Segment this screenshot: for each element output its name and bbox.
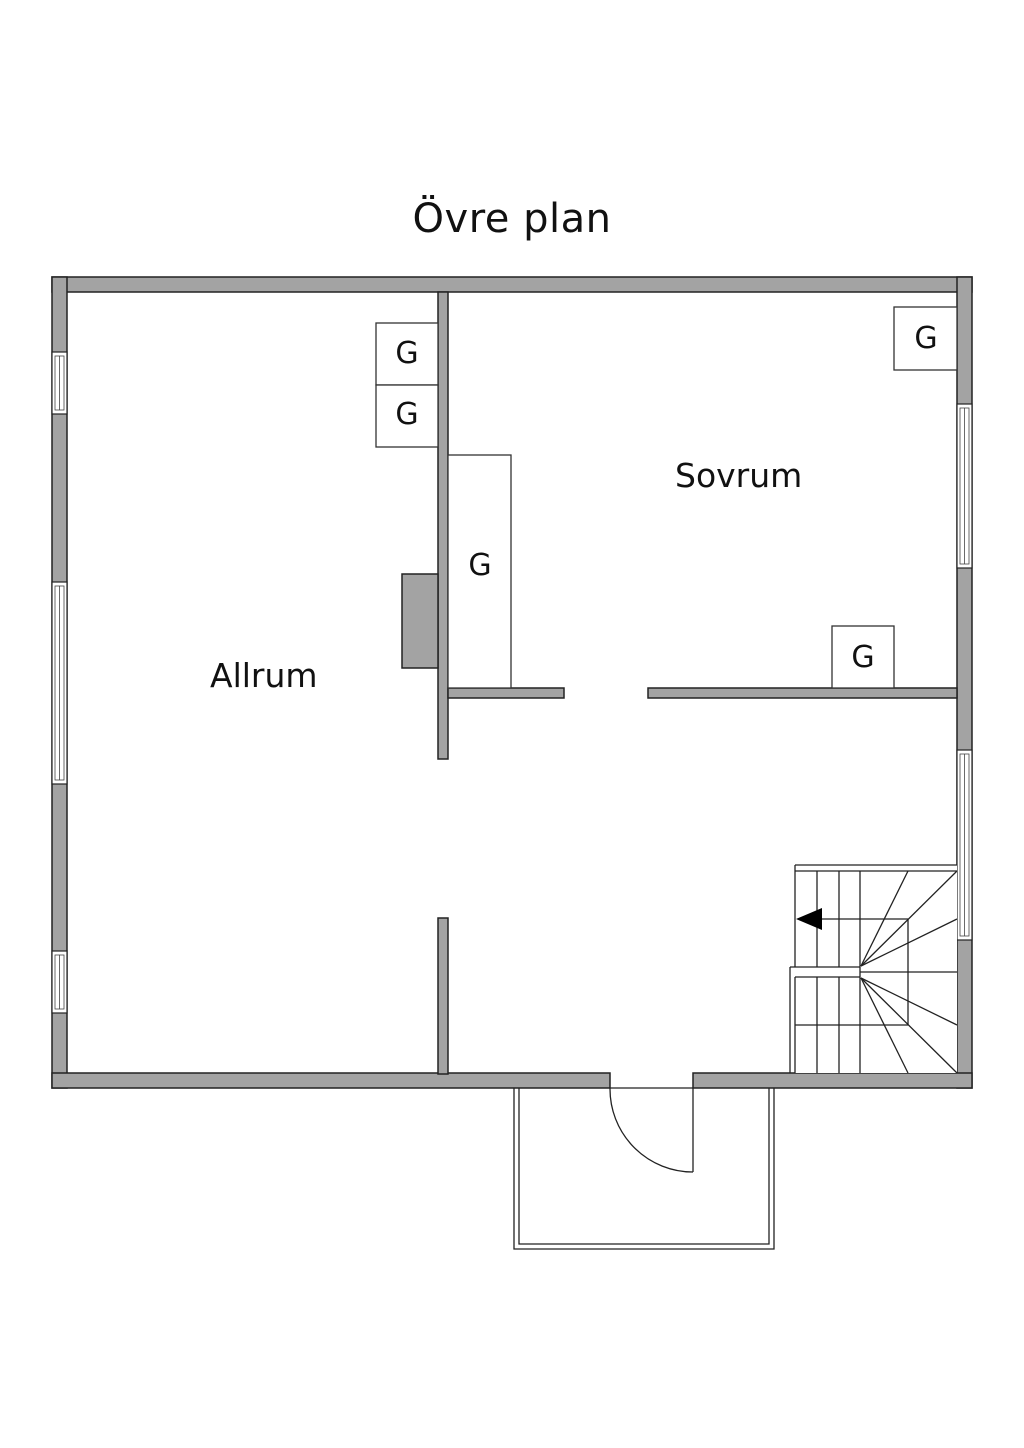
- wardrobe-label: G: [851, 640, 875, 675]
- wardrobe-label: G: [395, 397, 419, 432]
- window-left-1: [51, 351, 68, 415]
- wardrobe-label: G: [468, 548, 492, 583]
- wardrobe-label: G: [395, 336, 419, 371]
- interior-walls: [401, 291, 958, 1075]
- window-left-3: [51, 950, 68, 1014]
- plan-title: Övre plan: [412, 196, 612, 242]
- balcony: [513, 1088, 775, 1250]
- room-label-sovrum: Sovrum: [675, 456, 803, 495]
- wardrobe-label: G: [914, 321, 938, 356]
- arrow-left-icon: [796, 908, 822, 930]
- entrance-door: [609, 1087, 694, 1173]
- window-right-1: [956, 403, 973, 569]
- wardrobes: [375, 306, 958, 689]
- staircase: [789, 864, 958, 1074]
- window-left-2: [51, 581, 68, 785]
- room-label-allrum: Allrum: [210, 656, 318, 695]
- window-right-2: [956, 749, 973, 941]
